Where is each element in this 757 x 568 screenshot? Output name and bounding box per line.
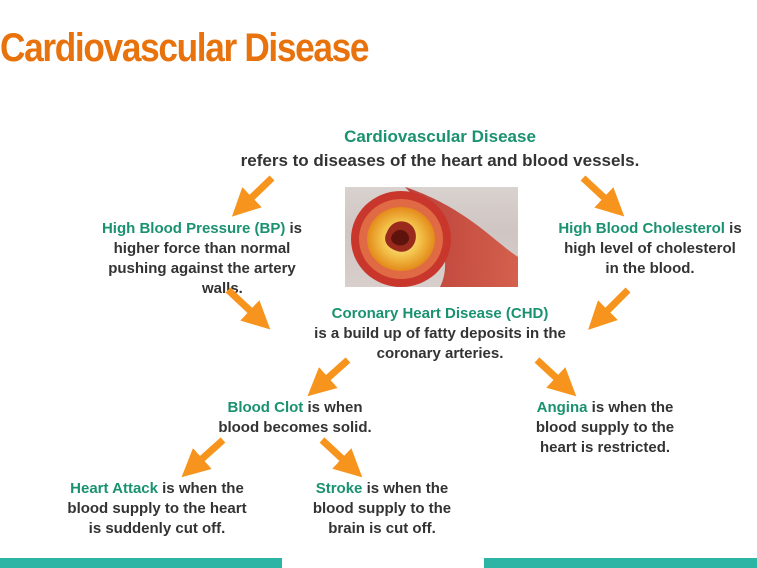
chd-term: Coronary Heart Disease (CHD) (331, 305, 549, 322)
bottom-bar-gap (282, 558, 484, 568)
heart-attack-line2: blood supply to the heart (67, 500, 247, 517)
blood-clot-term: Blood Clot (227, 399, 304, 416)
high-bp-line4: walls. (202, 280, 243, 297)
angina-line3: heart is restricted. (539, 439, 671, 456)
coronary-heart-disease-block: Coronary Heart Disease (CHD) is a build … (280, 304, 600, 364)
heart-attack-term: Heart Attack (70, 480, 158, 497)
blood-clot-line2: blood becomes solid. (218, 419, 372, 436)
definition-block: Cardiovascular Disease refers to disease… (180, 125, 700, 173)
stroke-block: Stroke is when the blood supply to the b… (290, 479, 474, 539)
arrow-blood-clot-to-heart-attack (181, 437, 226, 478)
angina-block: Angina is when the blood supply to the h… (510, 398, 700, 458)
arrow-blood-clot-to-stroke (319, 437, 363, 478)
heart-attack-block: Heart Attack is when the blood supply to… (50, 479, 264, 539)
stroke-line2: blood supply to the (312, 500, 452, 517)
heart-attack-line3: is suddenly cut off. (88, 520, 226, 537)
stroke-after-term: is when the (362, 480, 449, 497)
definition-text: refers to diseases of the heart and bloo… (240, 151, 640, 170)
arrow-high-cholesterol-to-chd (588, 287, 631, 330)
angina-line2: blood supply to the (535, 419, 675, 436)
blood-clot-after-term: is when (303, 399, 363, 416)
chd-line2: is a build up of fatty deposits in the (314, 325, 566, 342)
arrow-to-high-cholesterol (580, 175, 625, 217)
angina-after-term: is when the (587, 399, 674, 416)
blood-clot-block: Blood Clot is when blood becomes solid. (190, 398, 400, 438)
high-bp-after-term: is (285, 220, 303, 237)
stroke-line3: brain is cut off. (328, 520, 436, 537)
angina-term: Angina (536, 399, 588, 416)
high-cholesterol-block: High Blood Cholesterol is high level of … (540, 219, 757, 279)
definition-term: Cardiovascular Disease (344, 127, 536, 146)
high-blood-pressure-block: High Blood Pressure (BP) is higher force… (92, 219, 312, 299)
heart-attack-after-term: is when the (157, 480, 244, 497)
arrow-to-high-bp (231, 175, 275, 217)
chd-line3: coronary arteries. (376, 345, 504, 362)
high-chol-line3: in the blood. (605, 260, 695, 277)
page-title: Cardiovascular Disease (0, 26, 369, 70)
high-chol-term: High Blood Cholesterol (558, 220, 725, 237)
stroke-term: Stroke (315, 480, 363, 497)
high-bp-line2: higher force than normal (113, 240, 291, 257)
high-chol-line2: high level of cholesterol (564, 240, 736, 257)
high-bp-term: High Blood Pressure (BP) (101, 220, 286, 237)
artery-cross-section-image (345, 187, 518, 287)
high-bp-line3: pushing against the artery (108, 260, 296, 277)
high-chol-after-term: is (724, 220, 742, 237)
